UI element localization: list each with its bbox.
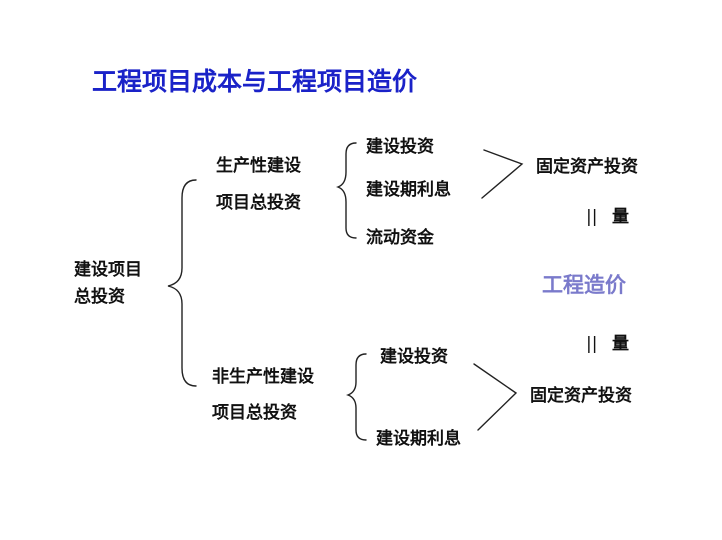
nonproductive-label-line2: 项目总投资	[212, 403, 297, 423]
productive-label-line1: 生产性建设	[216, 156, 301, 176]
root-brace	[167, 179, 197, 387]
nonproductive-result: 固定资产投资	[530, 386, 632, 406]
nonproductive-item: 建设投资	[380, 347, 448, 367]
equal-top-label: 量	[612, 207, 629, 227]
productive-brace	[336, 142, 357, 239]
productive-item: 建设投资	[366, 137, 434, 157]
productive-result: 固定资产投资	[536, 157, 638, 177]
nonproductive-arrow	[473, 363, 518, 431]
nonproductive-brace	[346, 353, 367, 441]
nonproductive-label-line1: 非生产性建设	[212, 367, 314, 387]
productive-item: 建设期利息	[366, 180, 451, 200]
productive-item: 流动资金	[366, 228, 434, 248]
nonproductive-item: 建设期利息	[376, 429, 461, 449]
equal-top-symbol: ||	[586, 207, 598, 227]
page-title: 工程项目成本与工程项目造价	[92, 67, 418, 96]
equal-bottom-symbol: ||	[586, 334, 598, 354]
productive-arrow	[481, 149, 524, 199]
productive-label-line2: 项目总投资	[216, 193, 301, 213]
root-label-line2: 总投资	[74, 287, 125, 307]
center-label: 工程造价	[542, 273, 626, 297]
root-label-line1: 建设项目	[74, 260, 142, 280]
equal-bottom-label: 量	[612, 334, 629, 354]
